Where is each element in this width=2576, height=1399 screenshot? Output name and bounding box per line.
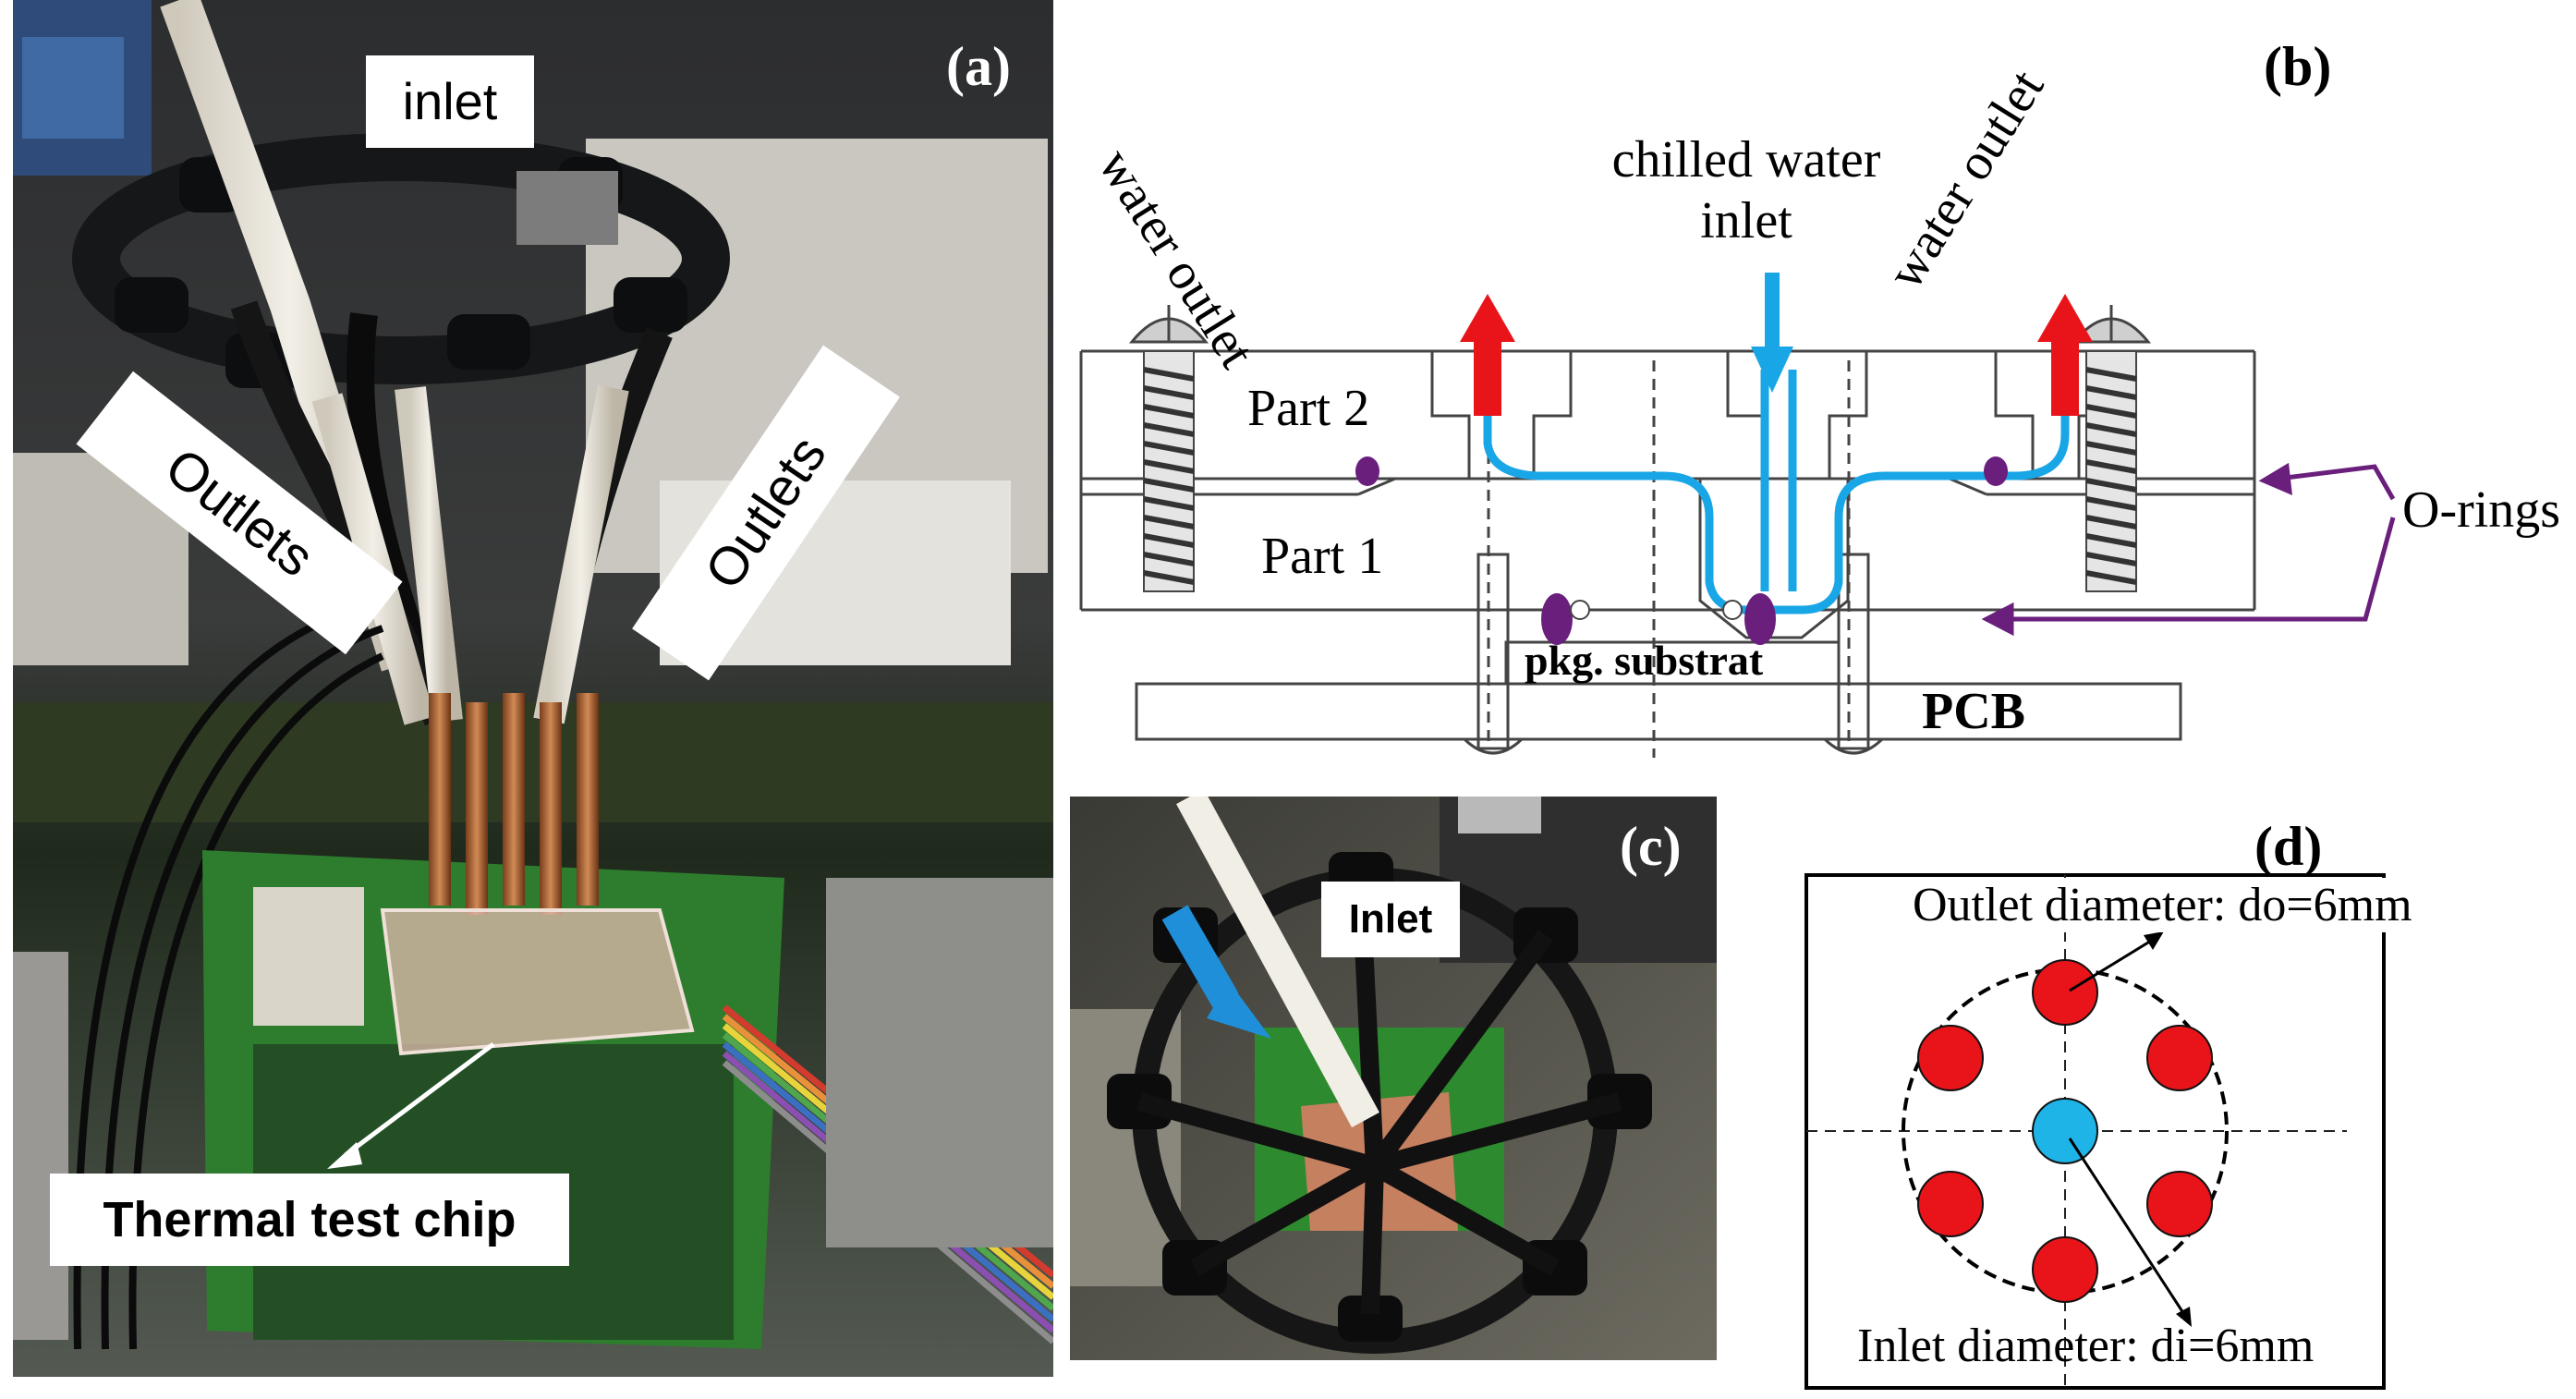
outlet-nozzle-top bbox=[2032, 959, 2098, 1026]
panel-d-drawing bbox=[1804, 873, 2386, 1390]
o-ring-leaders bbox=[1981, 462, 2396, 637]
outlet-nozzle-lower-left bbox=[1917, 1171, 1984, 1237]
part2-label: Part 2 bbox=[1247, 380, 1370, 437]
chilled-water-label: chilled water inlet bbox=[1478, 129, 2014, 251]
panel-d-layout: (d) Outlet diameter: do=6mm Inlet diamet… bbox=[1792, 797, 2576, 1399]
chip-arrow bbox=[327, 1042, 495, 1169]
panel-c-letter: (c) bbox=[1620, 816, 1682, 877]
panel-c-photo: Inlet (c) bbox=[1070, 797, 1717, 1360]
outlet-nozzle-bottom bbox=[2032, 1236, 2098, 1303]
part1-label: Part 1 bbox=[1261, 528, 1384, 585]
o-rings-label: O-rings bbox=[2402, 481, 2561, 539]
panel-c-arrow bbox=[1161, 905, 1271, 1039]
chilled-water-line1: chilled water bbox=[1611, 131, 1881, 189]
chip-label-box: Thermal test chip bbox=[50, 1174, 569, 1266]
panel-b-drawing bbox=[1079, 273, 2396, 758]
outlet-nozzle-upper-right bbox=[2146, 1025, 2213, 1091]
screw-right bbox=[2071, 305, 2152, 592]
inlet-arrow bbox=[1751, 273, 1793, 393]
outlet-arrow-right bbox=[2037, 294, 2093, 416]
panel-b-schematic: (b) water outlet water outlet chilled wa… bbox=[1063, 0, 2576, 767]
outlet-nozzle-upper-left bbox=[1917, 1025, 1984, 1091]
inlet-nozzle bbox=[2032, 1098, 2098, 1164]
inlet-diameter-label: Inlet diameter: di=6mm bbox=[1857, 1320, 2315, 1372]
panel-c-drawing bbox=[1070, 797, 1717, 1360]
panel-a-photo: (a) inlet Outlets Outlets Thermal test c… bbox=[13, 0, 1053, 1377]
panel-a-letter: (a) bbox=[946, 36, 1011, 97]
outlet-diameter-label: Outlet diameter: do=6mm bbox=[1913, 878, 2412, 932]
outlet-nozzle-lower-right bbox=[2146, 1171, 2213, 1237]
outlet-arrow-left bbox=[1460, 294, 1515, 416]
chip-label: Thermal test chip bbox=[103, 1192, 516, 1247]
panel-c-inlet-label: Inlet bbox=[1348, 896, 1433, 942]
chilled-water-line2: inlet bbox=[1700, 192, 1792, 249]
outlet-nozzles bbox=[1917, 959, 2213, 1303]
panel-c-inlet-box: Inlet bbox=[1321, 882, 1460, 957]
screw-left bbox=[1128, 305, 1209, 592]
o-rings-shapes bbox=[1355, 456, 2008, 645]
panel-b-letter: (b) bbox=[2264, 36, 2332, 97]
inlet-label: inlet bbox=[402, 72, 498, 130]
pcb-label: PCB bbox=[1922, 683, 2025, 740]
panel-d-letter: (d) bbox=[2254, 816, 2323, 877]
substrate-label: pkg. substrat bbox=[1525, 637, 1764, 684]
inlet-label-box: inlet bbox=[366, 55, 534, 148]
